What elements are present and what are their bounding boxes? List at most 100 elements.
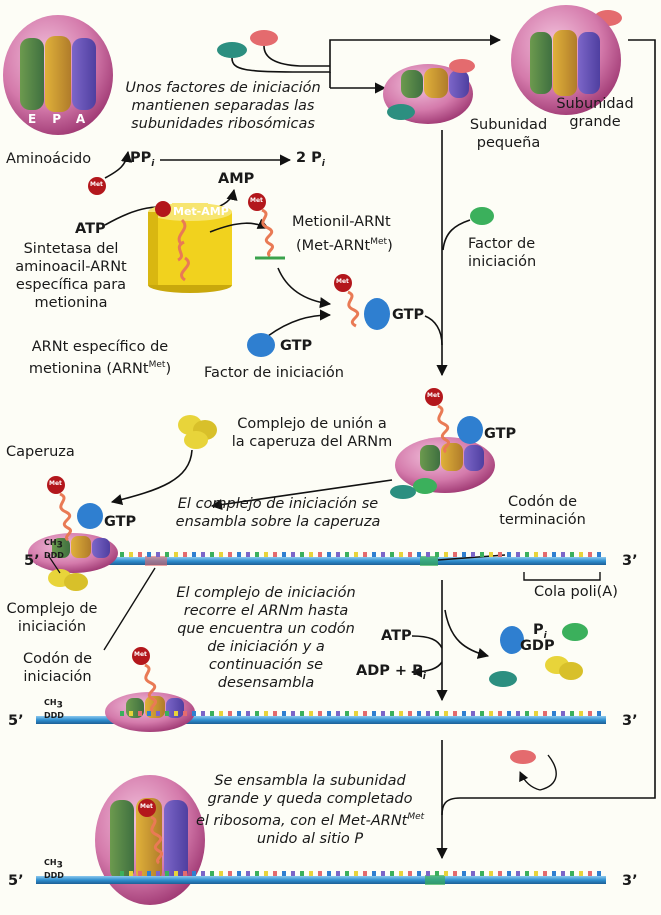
cap-ch3-sub-1: 3 (56, 540, 63, 551)
codon-tick (237, 871, 241, 876)
codon-tick (390, 552, 394, 557)
codon-tick (453, 711, 457, 716)
scan-line-2: recorre el ARNm hasta (183, 603, 349, 619)
codon-tick (426, 711, 430, 716)
codon-tick (516, 871, 520, 876)
codon-tick (471, 711, 475, 716)
codon-tick (237, 711, 241, 716)
codon-tick (147, 552, 151, 557)
codon-tick (327, 871, 331, 876)
codon-tick (372, 711, 376, 716)
codon-tick (471, 552, 475, 557)
codon-tick (498, 711, 502, 716)
ppi-label: PPi (130, 149, 154, 173)
site-e-label: E (28, 112, 53, 126)
codon-tick (507, 871, 511, 876)
three-prime-3: 3’ (622, 873, 638, 889)
five-prime-3: 5’ (8, 873, 24, 889)
codon-tick (255, 871, 259, 876)
initiation-complex-on-cap (28, 476, 118, 591)
codon-tick (516, 711, 520, 716)
small-subunit-with-met-trna (390, 388, 495, 499)
codon-tick (192, 871, 196, 876)
cap-ppp-3: DDD (44, 870, 64, 880)
codon-tick (210, 871, 214, 876)
final-line-4: unido al sitio P (256, 830, 364, 847)
init-factor-label-b: Factor de iniciación (204, 365, 344, 381)
poly-a-bracket (523, 572, 601, 581)
codon-tick (453, 552, 457, 557)
mrna-strand-1 (36, 557, 606, 565)
factors-separate-line-3: subunidades ribosómicas (131, 116, 315, 132)
cap-ch3-sub-3: 3 (56, 860, 63, 871)
synthetase-line-3: específica para (15, 277, 127, 293)
codon-tick (246, 552, 250, 557)
init-factor-label-a: Factor de iniciación (468, 235, 536, 271)
atp-label-1: ATP (75, 221, 106, 237)
codon-tick (363, 871, 367, 876)
codon-tick (264, 552, 268, 557)
amp-label: AMP (218, 171, 255, 187)
pi-label: Pi (533, 621, 547, 645)
two-pi-text: 2 P (296, 150, 322, 166)
codon-tick (516, 552, 520, 557)
codon-tick (138, 552, 142, 557)
cap-binding-complex (178, 415, 217, 449)
poly-a-label: Cola poli(A) (534, 584, 618, 600)
codon-tick (588, 552, 592, 557)
codon-tick (552, 552, 556, 557)
trna-specific-line-1: ARNt específico de (31, 339, 169, 355)
codon-tick (210, 552, 214, 557)
scan-line-6: desensambla (217, 675, 315, 691)
met-ball-label-6: Met (134, 651, 147, 658)
codon-tick (435, 871, 439, 876)
codon-tick (435, 711, 439, 716)
codon-tick (246, 871, 250, 876)
codon-tick (363, 711, 367, 716)
met-trna-sup: Met (370, 237, 388, 247)
init-factor-blue-blob (247, 333, 275, 357)
trna-specific-end: ) (165, 360, 172, 377)
met-trna-with-factor (334, 274, 390, 330)
cap-label: Caperuza (6, 444, 75, 460)
codon-tick (156, 871, 160, 876)
scan-line-3: que encuentra un codón (177, 621, 355, 637)
codon-tick (147, 871, 151, 876)
codon-tick (597, 711, 601, 716)
final-assembly-note: Se ensambla la subunidad grande y queda … (196, 772, 424, 848)
codon-tick (138, 871, 142, 876)
codon-tick (534, 552, 538, 557)
start-codon-mark-1 (145, 556, 167, 566)
codon-tick (201, 871, 205, 876)
codon-tick (543, 871, 547, 876)
small-subunit-line-1: Subunidad (469, 117, 548, 133)
codon-tick (390, 711, 394, 716)
site-a-label: A (75, 112, 102, 126)
start-codon-line-1: Codón de (23, 651, 92, 667)
small-subunit-line-2: pequeña (476, 135, 541, 151)
codon-tick (543, 711, 547, 716)
met-amp-label: Met-AMP (173, 205, 229, 218)
codon-tick (426, 552, 430, 557)
large-subunit (511, 5, 621, 115)
final-line-3: el ribosoma, con el Met-ARNtMet (196, 808, 424, 830)
codon-tick (156, 552, 160, 557)
assembles-note: El complejo de iniciación se ensambla so… (160, 495, 396, 531)
codon-tick (372, 552, 376, 557)
codon-tick (507, 711, 511, 716)
met-trna-label-1: Metionil-ARNt (292, 214, 391, 230)
codon-tick (228, 552, 232, 557)
codon-tick (318, 711, 322, 716)
cap-ppp-2: DDD (44, 710, 64, 720)
codon-tick (336, 871, 340, 876)
codon-tick (345, 711, 349, 716)
codon-tick (525, 552, 529, 557)
cap-complex-label: Complejo de unión a la caperuza del ARNm (228, 415, 396, 451)
trna-specific-line-2: metionina (ARNtMet) (20, 356, 180, 378)
codon-tick (174, 552, 178, 557)
trna-specific-label: ARNt específico de metionina (ARNtMet) (20, 338, 180, 378)
